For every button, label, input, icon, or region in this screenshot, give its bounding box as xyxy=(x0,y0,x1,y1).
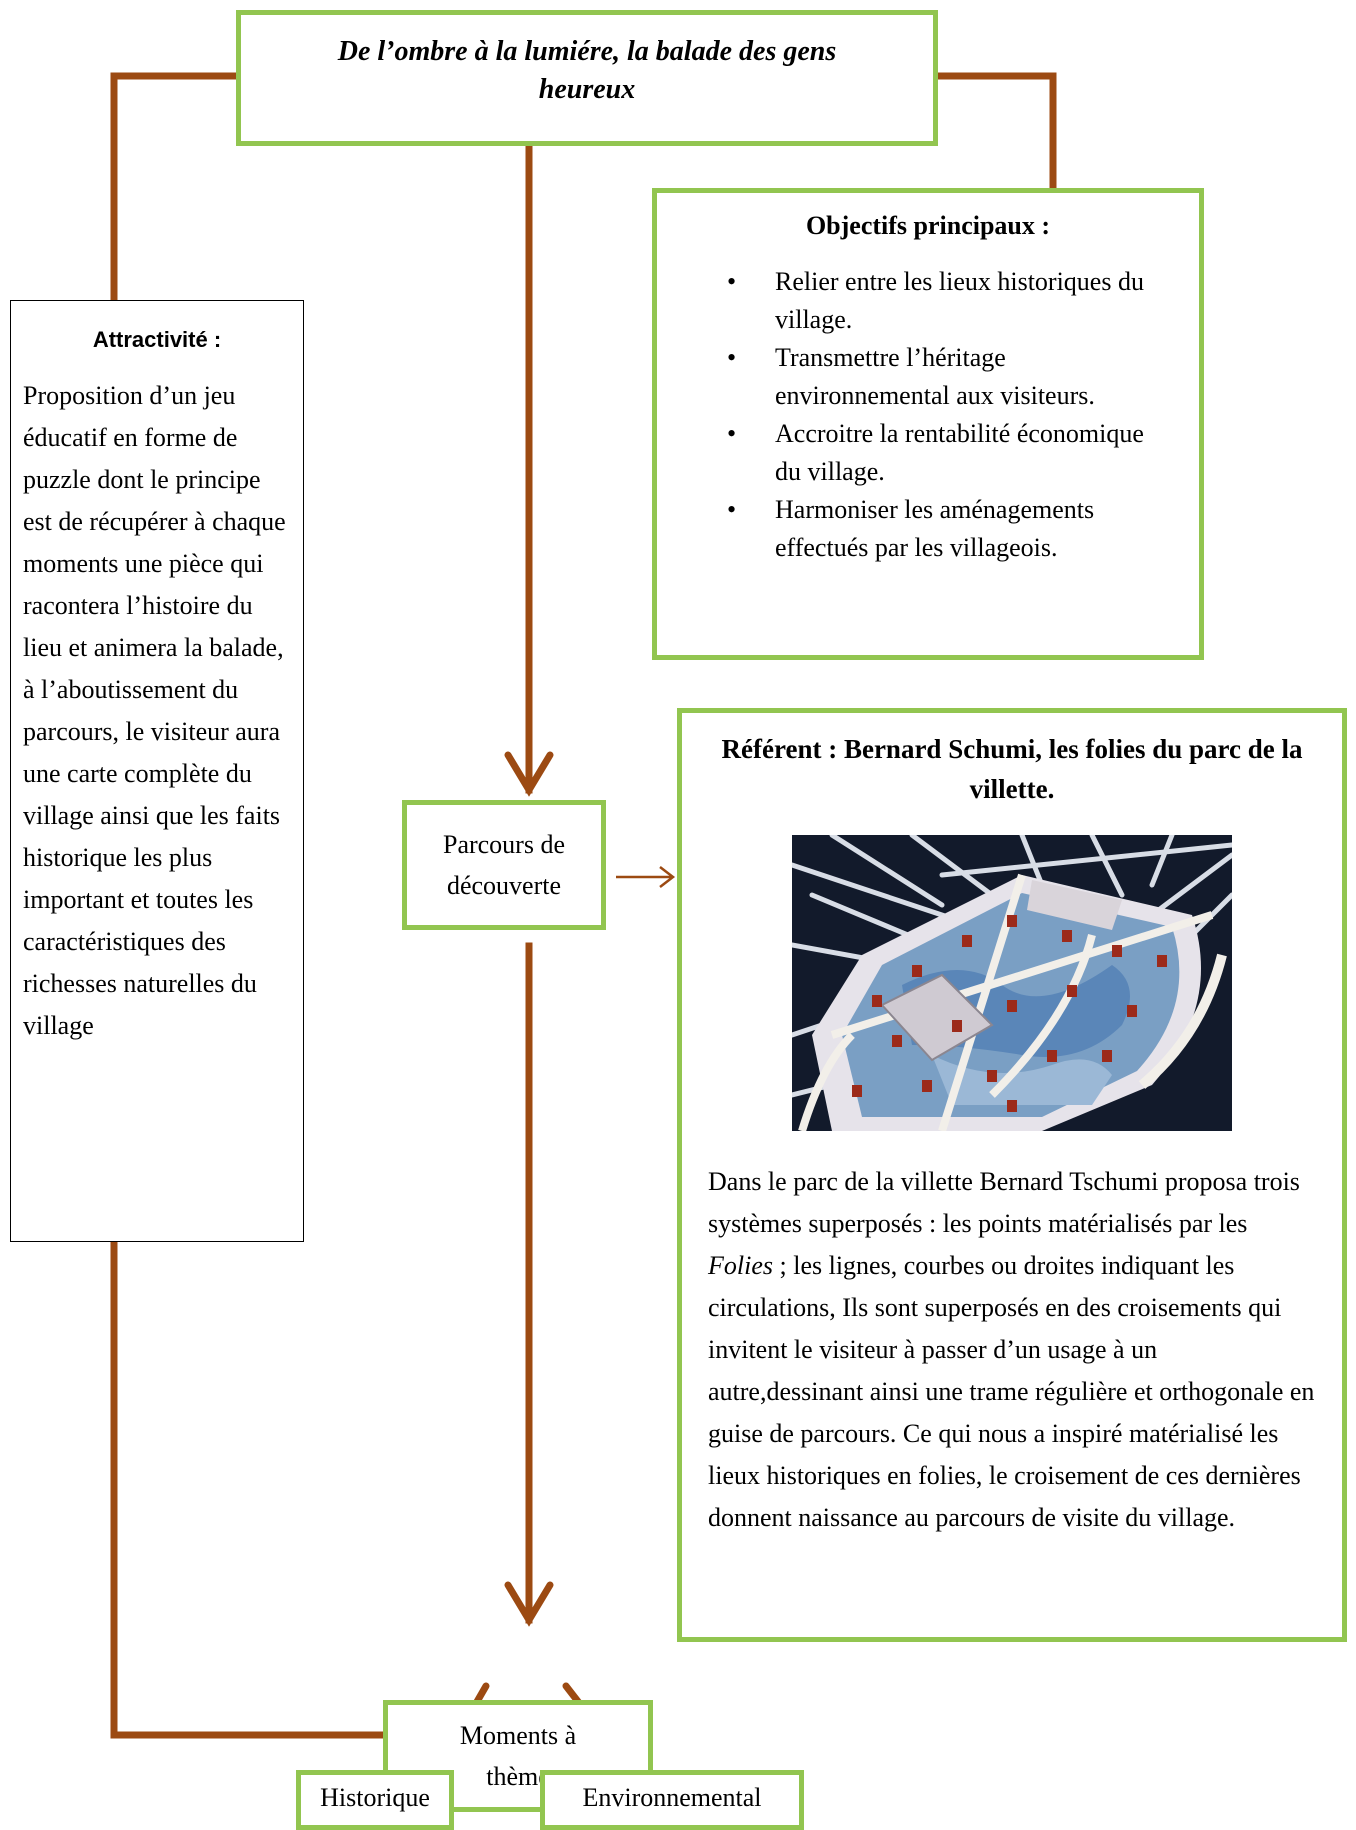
referent-heading: Référent : Bernard Schumi, les folies du… xyxy=(721,734,1303,804)
title-box: De l’ombre à la lumiére, la balade des g… xyxy=(236,10,938,146)
attractivite-text: Proposition d’un jeu éducatif en forme d… xyxy=(23,381,286,1040)
diagram-title: De l’ombre à la lumiére, la balade des g… xyxy=(337,36,837,105)
referent-text-part: ; les lignes, courbes ou droites indiqua… xyxy=(708,1251,1315,1532)
connector-title-to-objectifs xyxy=(934,72,1057,192)
referent-text-italic: Folies xyxy=(708,1251,773,1280)
objectif-item: Transmettre l’héritage environnemental a… xyxy=(727,339,1169,415)
objectifs-list: Relier entre les lieux historiques du vi… xyxy=(687,263,1169,567)
connector-title-to-attractivite xyxy=(110,72,240,304)
objectif-item: Relier entre les lieux historiques du vi… xyxy=(727,263,1169,339)
objectif-item: Harmoniser les aménagements effectués pa… xyxy=(727,491,1169,567)
attractivite-heading: Attractivité : xyxy=(92,327,222,352)
parc-villette-plan-image xyxy=(792,835,1232,1131)
historique-box: Historique xyxy=(296,1770,454,1830)
arrow-parcours-to-referent xyxy=(616,866,676,888)
moments-label: Moments à thème xyxy=(459,1721,577,1791)
referent-box: Référent : Bernard Schumi, les folies du… xyxy=(677,708,1347,1642)
referent-text-part: Dans le parc de la villette Bernard Tsch… xyxy=(708,1167,1300,1238)
objectif-item: Accroitre la rentabilité économique du v… xyxy=(727,415,1169,491)
objectifs-box: Objectifs principaux : Relier entre les … xyxy=(652,188,1204,660)
historique-label: Historique xyxy=(320,1783,430,1812)
parcours-box: Parcours de découverte xyxy=(402,800,606,930)
attractivite-box: Attractivité : Proposition d’un jeu éduc… xyxy=(10,300,304,1242)
connector-attractivite-to-moments xyxy=(110,1238,387,1739)
arrowhead-moments xyxy=(504,1581,554,1627)
referent-text: Dans le parc de la villette Bernard Tsch… xyxy=(700,1161,1324,1539)
environnemental-label: Environnemental xyxy=(582,1783,762,1812)
arrowhead-parcours xyxy=(504,751,554,797)
objectifs-heading: Objectifs principaux : xyxy=(805,211,1051,240)
environnemental-box: Environnemental xyxy=(540,1770,804,1830)
parcours-label: Parcours de découverte xyxy=(442,830,565,900)
